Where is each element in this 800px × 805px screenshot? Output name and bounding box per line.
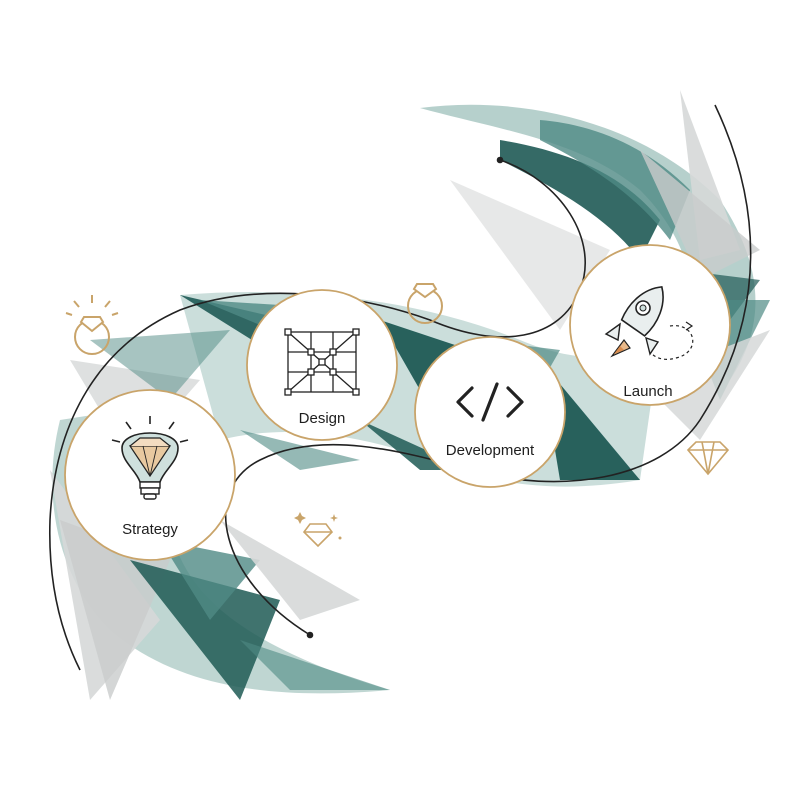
ring-sparkle-icon <box>65 295 119 355</box>
stage-label-strategy: Strategy <box>122 521 178 538</box>
stage-label-development: Development <box>445 442 535 459</box>
rocket-icon <box>604 286 694 360</box>
stage-label-design: Design <box>298 410 346 427</box>
ring-icon <box>407 283 443 324</box>
stage-label-launch: Launch <box>623 383 673 400</box>
lightbulb-diamond-icon <box>111 416 189 500</box>
code-brackets-icon <box>456 382 524 422</box>
stage-circle-development[interactable] <box>414 336 566 488</box>
sparkle-diamond-icon <box>294 512 342 548</box>
wireframe-grid-icon <box>284 328 360 396</box>
diamond-icon <box>686 441 730 476</box>
